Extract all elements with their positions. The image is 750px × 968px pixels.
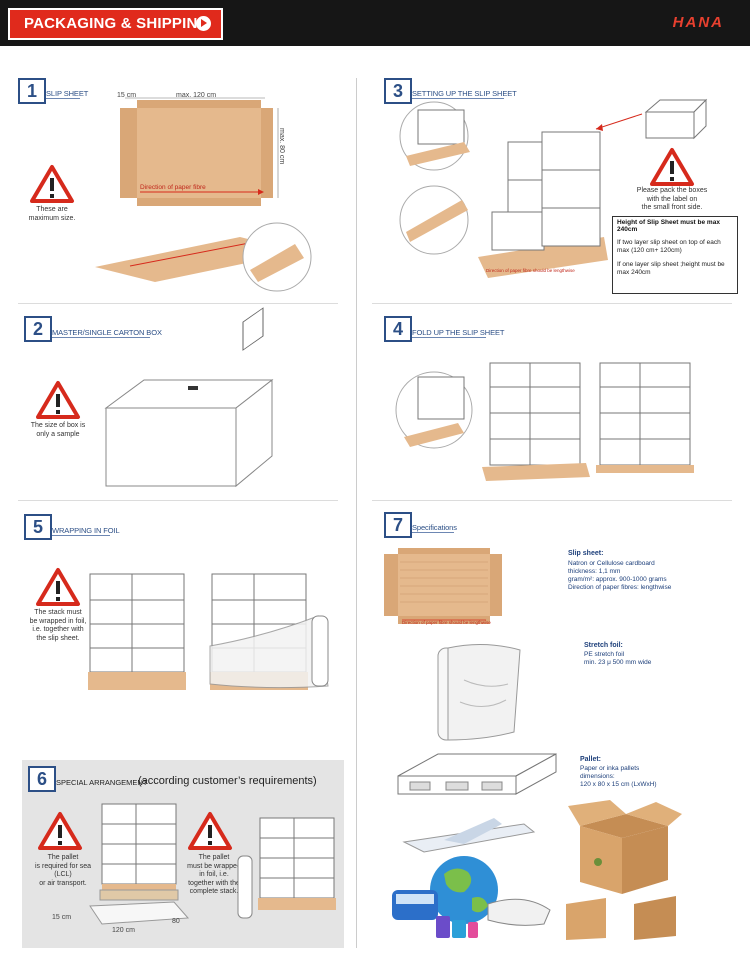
- spec-text: Paper or inka pallets dimensions: 120 x …: [580, 765, 657, 788]
- foil-wrapping-drawing: [88, 573, 329, 690]
- fold-slip-sheet-drawing: [395, 362, 694, 481]
- pack-note-text: Please pack the boxes with the label on …: [636, 187, 708, 211]
- fibre-direction-label: Direction of paper fibre should be lengt…: [402, 620, 491, 625]
- section-title: WRAPPING IN FOIL: [52, 526, 120, 535]
- global-logistics-illustration: [392, 818, 551, 938]
- warning-triangle-icon: [36, 381, 80, 419]
- dim-120cm: max. 120 cm: [176, 92, 217, 99]
- section-number: 4: [384, 316, 412, 342]
- section-title: Specifications: [412, 523, 457, 532]
- height-note-title: Height of Slip Sheet must be max 240cm: [617, 219, 720, 233]
- section-number: 2: [24, 316, 52, 342]
- cardboard-boxes-illustration: [566, 800, 682, 940]
- carton-box-drawing: [104, 307, 274, 488]
- column-divider: [356, 78, 357, 948]
- section-title: SLIP SHEET: [46, 89, 89, 98]
- warning-triangle-icon: [650, 148, 694, 186]
- section-number: 1: [18, 78, 46, 104]
- warning-text: The size of box is only a sample: [30, 422, 86, 438]
- row-divider: [18, 303, 338, 304]
- warning-triangle-icon: [30, 165, 74, 203]
- section-subtitle: (according customer’s requirements): [138, 775, 317, 787]
- title-underline: [52, 535, 110, 536]
- warning-triangle-icon: [188, 812, 232, 850]
- spec-text: Natron or Cellulose cardboard thickness:…: [568, 560, 672, 591]
- section-title: SETTING UP THE SLIP SHEET: [412, 89, 517, 98]
- section-title: SPECIAL ARRANGEMENT: [56, 778, 148, 787]
- height-note-two-layer: If two layer slip sheet on top of each m…: [617, 239, 721, 254]
- spec-heading: Stretch foil:: [584, 642, 623, 649]
- warning-text: The stack must be wrapped in foil, i.e. …: [29, 609, 87, 642]
- warning-text: The pallet must be wrapped in foil, i.e.…: [187, 854, 241, 895]
- spec-heading: Pallet:: [580, 756, 602, 763]
- spec-text: PE stretch foil min. 23 μ 500 mm wide: [584, 651, 652, 666]
- brand-logo: HANA: [672, 14, 724, 31]
- pallet-drawing: [397, 753, 557, 795]
- row-divider: [372, 500, 732, 501]
- special-pallet-drawing: [89, 803, 336, 925]
- packaging-shipping-tab[interactable]: PACKAGING & SHIPPING: [8, 8, 223, 40]
- spec-heading: Slip sheet:: [568, 550, 604, 557]
- warning-text: These are maximum size.: [28, 206, 76, 222]
- warning-text: The pallet is required for sea (LCL) or …: [34, 854, 92, 887]
- dim-120cm: 120 cm: [112, 927, 135, 934]
- title-underline: [46, 98, 80, 99]
- slip-sheet-setup-drawing: [399, 101, 643, 278]
- tab-label: PACKAGING & SHIPPING: [24, 15, 210, 32]
- slip-sheet-perspective: [95, 222, 312, 292]
- row-divider: [372, 303, 732, 304]
- title-underline: [52, 337, 150, 338]
- fibre-direction-label: Direction of paper fibre should be lengt…: [486, 268, 575, 273]
- dim-15cm: 15 cm: [117, 92, 137, 99]
- fibre-direction-label: Direction of paper fibre: [140, 184, 206, 191]
- warning-triangle-icon: [38, 812, 82, 850]
- height-note-box: Height of Slip Sheet must be max 240cm I…: [612, 216, 738, 294]
- dim-80: 80: [172, 918, 180, 925]
- title-underline: [412, 532, 454, 533]
- title-underline: [412, 337, 486, 338]
- section-number: 3: [384, 78, 412, 104]
- row-divider: [18, 500, 338, 501]
- title-underline: [412, 98, 504, 99]
- section-number: 7: [384, 512, 412, 538]
- section-title: FOLD UP THE SLIP SHEET: [412, 328, 505, 337]
- arrow-right-icon: [196, 16, 211, 31]
- section-number: 6: [28, 766, 56, 792]
- spec-slip-sheet-drawing: [384, 548, 502, 624]
- stretch-foil-roll-drawing: [437, 643, 521, 741]
- warning-triangle-icon: [36, 568, 80, 606]
- single-box-drawing: [644, 98, 708, 140]
- section-number: 5: [24, 514, 52, 540]
- dim-15cm: 15 cm: [52, 914, 72, 921]
- height-note-one-layer: If one layer slip sheet ;height must be …: [617, 261, 725, 276]
- section-title: MASTER/SINGLE CARTON BOX: [52, 328, 162, 337]
- slip-sheet-drawing: [120, 97, 279, 206]
